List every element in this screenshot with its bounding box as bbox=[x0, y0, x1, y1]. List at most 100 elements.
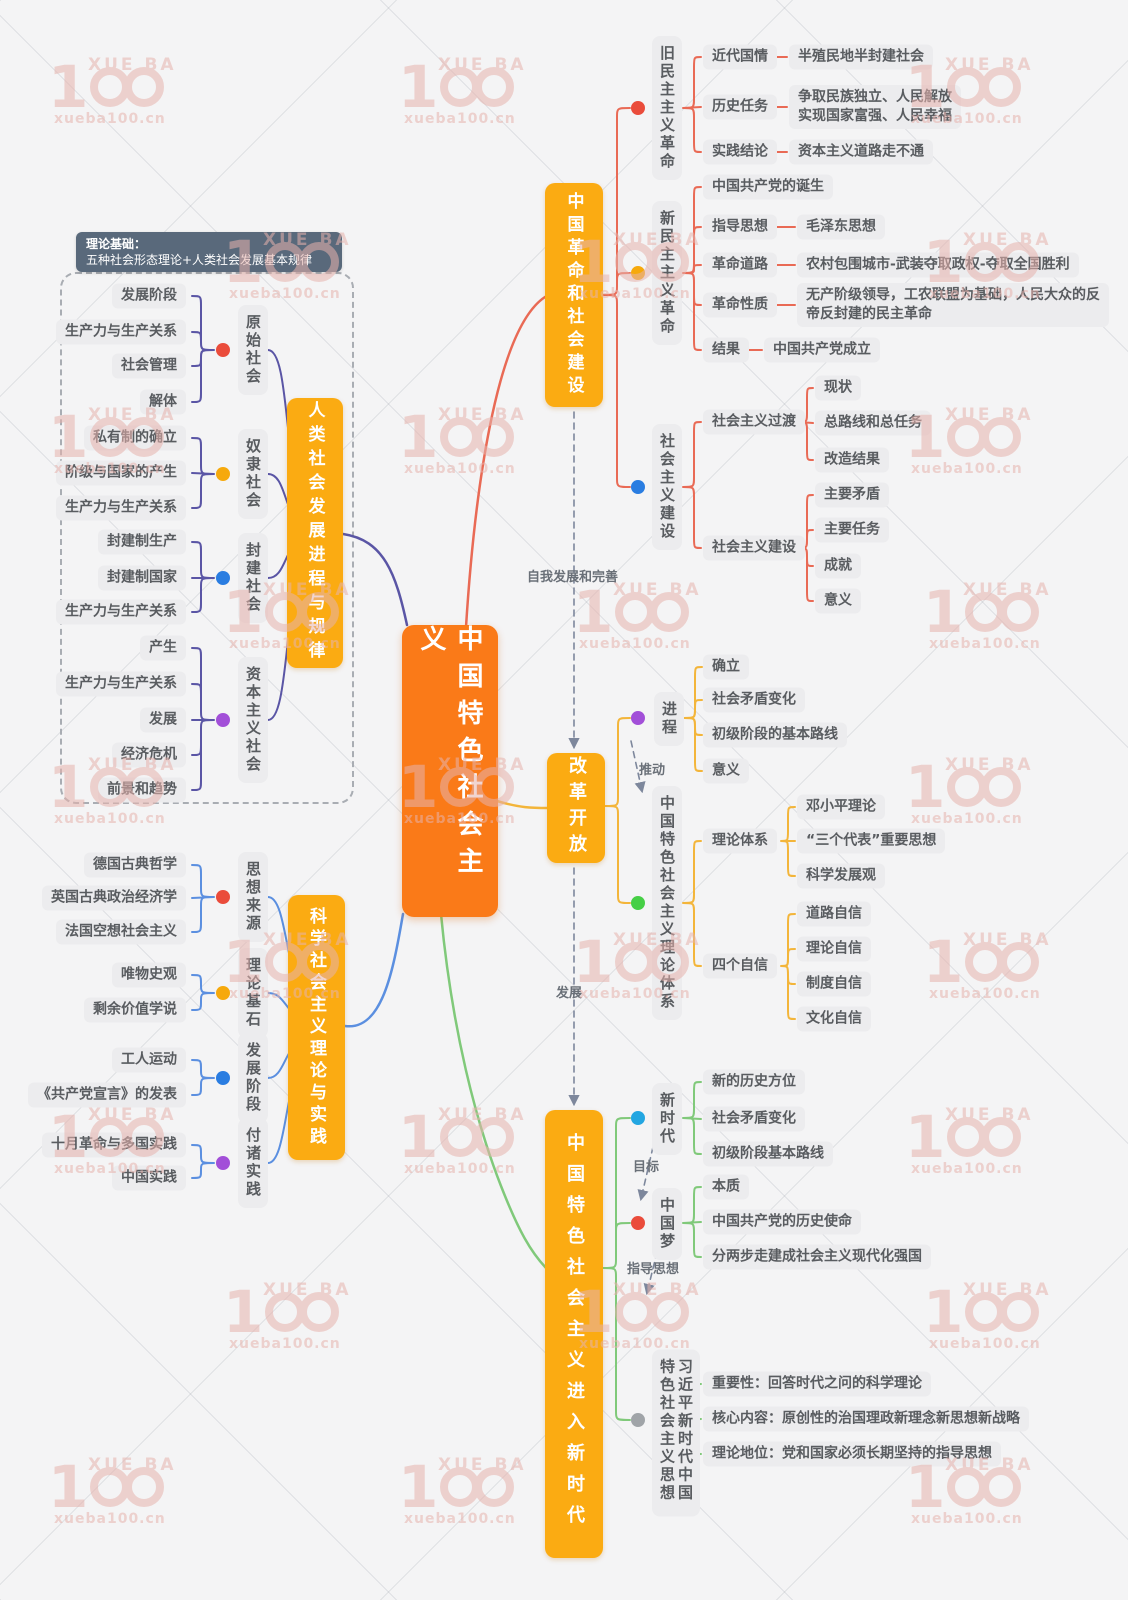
group-label-primitive-society: 原始社会 bbox=[238, 305, 268, 395]
mindmap-leaf: 发展阶段 bbox=[112, 283, 186, 309]
mindmap-leaf: 初级阶段的基本路线 bbox=[703, 722, 847, 748]
mindmap-leaf: 本质 bbox=[703, 1174, 749, 1200]
connector-path bbox=[602, 1117, 631, 1421]
mindmap-leaf: 剩余价值学说 bbox=[84, 997, 186, 1023]
connector-path bbox=[637, 1146, 654, 1202]
mindmap-leaf: 封建制生产 bbox=[98, 529, 186, 555]
connector-path bbox=[191, 437, 215, 509]
theory-basis-dashed-box bbox=[60, 272, 354, 804]
leaf-note: 农村包围城市-武装夺取政权-夺取全国胜利 bbox=[797, 252, 1079, 278]
connector-path bbox=[780, 806, 796, 877]
connector-path bbox=[682, 1081, 702, 1155]
mindmap-leaf: 中国实践 bbox=[112, 1165, 186, 1191]
group-dot-theory-system-of-socialism bbox=[631, 896, 645, 910]
leaf-note: 毛泽东思想 bbox=[797, 214, 885, 240]
mindmap-leaf: 新的历史方位 bbox=[703, 1069, 805, 1095]
branch-node-new-era-of-socialism: 中国特色社会主义进入新时代 bbox=[545, 1110, 603, 1558]
mindmap-leaf: 理论地位：党和国家必须长期坚持的指导思想 bbox=[703, 1441, 1001, 1467]
connector-path bbox=[191, 541, 215, 613]
group-dot-put-into-practice bbox=[216, 1156, 230, 1170]
connector-path bbox=[343, 912, 405, 1028]
root-node: 中国特色社会主义 bbox=[402, 625, 498, 917]
mindmap-leaf: 解体 bbox=[140, 389, 186, 415]
mindmap-leaf: 工人运动 bbox=[112, 1047, 186, 1073]
branch-node-human-society-development: 人类社会发展进程与规律 bbox=[287, 398, 343, 668]
connector-path bbox=[191, 974, 215, 1011]
mindmap-leaf: 理论自信 bbox=[797, 936, 871, 962]
mindmap-leaf: 经济危机 bbox=[112, 742, 186, 768]
group-label-new-democratic-revolution: 新民主主义革命 bbox=[652, 201, 682, 345]
group-label-development-stage: 发展阶段 bbox=[238, 1033, 268, 1123]
group-dot-socialist-construction-group bbox=[631, 480, 645, 494]
edge-label-self_improvement: 自我发展和完善 bbox=[527, 570, 619, 585]
group-dot-ideological-sources bbox=[216, 890, 230, 904]
connector-path bbox=[798, 494, 814, 602]
note-body: 五种社会形态理论+人类社会发展基本规律 bbox=[86, 253, 313, 267]
group-dot-new-democratic-revolution bbox=[631, 266, 645, 280]
mindmap-leaf: 生产力与生产关系 bbox=[56, 319, 186, 345]
leaf-note: 半殖民地半封建社会 bbox=[789, 44, 933, 70]
edge-label-development: 发展 bbox=[556, 986, 583, 1001]
connector-path bbox=[495, 799, 550, 810]
connector-path bbox=[604, 717, 631, 904]
mindmap-leaf: 制度自信 bbox=[797, 971, 871, 997]
mindmap-leaf: 成就 bbox=[815, 553, 861, 579]
connector-path bbox=[682, 1186, 702, 1258]
connector-path bbox=[267, 349, 290, 438]
mindmap-leaf: 阶级与国家的产生 bbox=[56, 460, 186, 486]
connector-path bbox=[682, 421, 702, 549]
mindmap-leaf: 确立 bbox=[703, 654, 749, 680]
connector-path bbox=[267, 473, 290, 508]
mindmap-leaf: 生产力与生产关系 bbox=[56, 671, 186, 697]
mindmap-leaf: 社会主义过渡 bbox=[703, 409, 805, 435]
mindmap-leaf: 初级阶段基本路线 bbox=[703, 1141, 833, 1167]
mindmap-leaf: 发展 bbox=[140, 707, 186, 733]
branch-node-revolution-and-construction: 中国革命和社会建设 bbox=[545, 183, 603, 407]
group-dot-primitive-society bbox=[216, 343, 230, 357]
mindmap-leaf: 道路自信 bbox=[797, 901, 871, 927]
mindmap-leaf: 主要矛盾 bbox=[815, 482, 889, 508]
mindmap-leaf: 意义 bbox=[815, 588, 861, 614]
mindmap-leaf: 邓小平理论 bbox=[797, 794, 885, 820]
connector-path bbox=[191, 1059, 215, 1096]
group-dot-new-era bbox=[631, 1111, 645, 1125]
mindmap-leaf: 《共产党宣言》的发表 bbox=[28, 1082, 186, 1108]
mindmap-leaf: 总路线和总任务 bbox=[815, 410, 931, 436]
connector-path bbox=[267, 631, 290, 721]
connector-path bbox=[191, 864, 215, 933]
mindmap-leaf: 社会管理 bbox=[112, 353, 186, 379]
mindmap-leaf: 历史任务 bbox=[703, 94, 777, 120]
mindmap-leaf: 德国古典哲学 bbox=[84, 852, 186, 878]
edge-label-guiding_ideology: 指导思想 bbox=[627, 1262, 680, 1277]
group-label-old-democratic-revolution: 旧民主主义革命 bbox=[652, 36, 682, 180]
mindmap-leaf: 社会矛盾变化 bbox=[703, 687, 805, 713]
mindmap-leaf: 意义 bbox=[703, 758, 749, 784]
mindmap-leaf: 生产力与生产关系 bbox=[56, 495, 186, 521]
mindmap-leaf: 前景和趋势 bbox=[98, 777, 186, 803]
mindmap-leaf: 核心内容：原创性的治国理政新理念新思想新战略 bbox=[703, 1406, 1029, 1432]
mindmap-leaf: 封建制国家 bbox=[98, 565, 186, 591]
mindmap-leaf: 法国空想社会主义 bbox=[56, 919, 186, 945]
mindmap-leaf: 主要任务 bbox=[815, 517, 889, 543]
edge-label-goal: 目标 bbox=[633, 1160, 660, 1175]
mindmap-leaf: 文化自信 bbox=[797, 1006, 871, 1032]
group-dot-development-stage bbox=[216, 1071, 230, 1085]
connector-path bbox=[682, 186, 702, 351]
mindmap-leaf: 科学发展观 bbox=[797, 863, 885, 889]
mindmap-leaf: 中国共产党的历史使命 bbox=[703, 1209, 861, 1235]
mindmap-leaf: 革命道路 bbox=[703, 252, 777, 278]
connector-path bbox=[682, 56, 702, 153]
mindmap-leaf: 结果 bbox=[703, 337, 749, 363]
mindmap-leaf: 实践结论 bbox=[703, 139, 777, 165]
group-label-process: 进程 bbox=[654, 692, 684, 746]
connector-path bbox=[191, 647, 215, 791]
mindmap-leaf: 英国古典政治经济学 bbox=[42, 885, 186, 911]
group-dot-slave-society bbox=[216, 467, 230, 481]
connector-path bbox=[439, 912, 548, 1270]
connector-path bbox=[191, 295, 215, 403]
connector-path bbox=[602, 107, 631, 488]
group-dot-xi-jinping-thought bbox=[631, 1413, 645, 1427]
theory-basis-note: 理论基础： 五种社会形态理论+人类社会发展基本规律 bbox=[76, 232, 342, 272]
mindmap-leaf: 四个自信 bbox=[703, 953, 777, 979]
mindmap-leaf: 指导思想 bbox=[703, 214, 777, 240]
